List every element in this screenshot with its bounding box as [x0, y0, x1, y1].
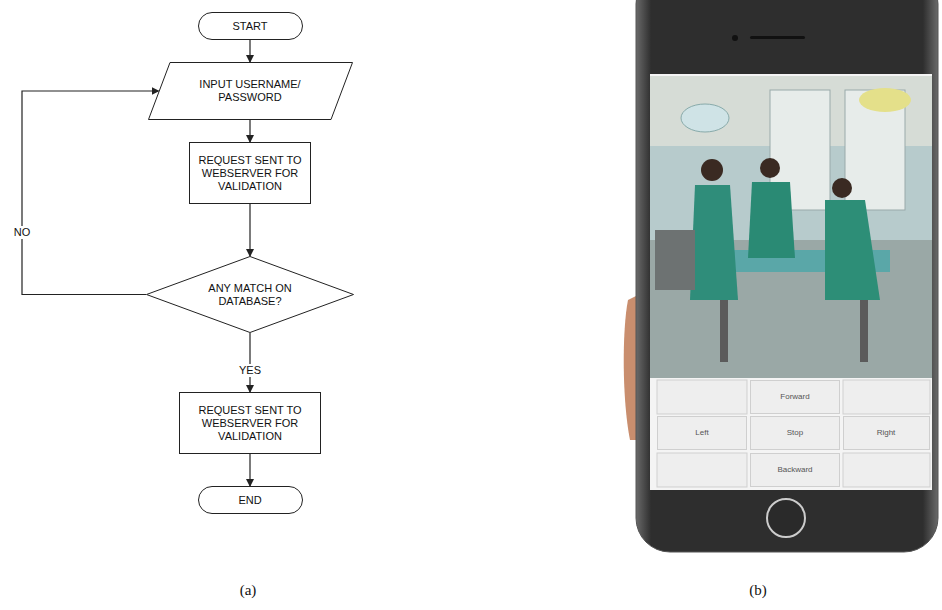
node-text: Right — [877, 428, 896, 438]
panel-label: (b) — [749, 582, 767, 599]
operating-room-photo — [650, 76, 932, 378]
edge-label: NO — [12, 226, 33, 239]
control-button: Forward — [750, 380, 840, 414]
node-text: ANY MATCH ON DATABASE? — [200, 282, 300, 308]
text-holder: Forward — [780, 392, 809, 402]
text-holder: ANY MATCH ON DATABASE? — [200, 282, 300, 308]
edge-label: YES — [237, 364, 263, 377]
text-holder: END — [238, 494, 261, 507]
control-button: Stop — [750, 416, 840, 450]
home-button — [767, 499, 805, 537]
decision-diamond: ANY MATCH ON DATABASE? — [146, 256, 354, 333]
flow-arrow — [249, 333, 250, 392]
process-box: REQUEST SENT TO WEBSERVER FOR VALIDATION — [179, 392, 321, 454]
text-holder: REQUEST SENT TO WEBSERVER FOR VALIDATION — [188, 404, 313, 443]
text-holder: Left — [695, 428, 708, 438]
node-text: Stop — [787, 428, 803, 438]
node-text: END — [238, 494, 261, 507]
node-text: REQUEST SENT TO WEBSERVER FOR VALIDATION — [195, 154, 305, 193]
control-button: Backward — [750, 453, 840, 487]
camera — [732, 35, 738, 41]
flow-arrow — [249, 454, 250, 486]
text-holder: Stop — [787, 428, 803, 438]
text-holder: START — [232, 20, 267, 33]
panel-label: (a) — [240, 582, 257, 599]
node-text: START — [232, 20, 267, 33]
flow-arrow — [249, 204, 250, 256]
process-box: REQUEST SENT TO WEBSERVER FOR VALIDATION — [189, 142, 311, 204]
node-text: Forward — [780, 392, 809, 402]
phone-body — [636, 0, 938, 552]
text-holder: Backward — [777, 465, 812, 475]
speaker — [750, 36, 805, 39]
text-holder: Right — [877, 428, 896, 438]
flow-arrow — [22, 91, 159, 295]
node-text: Backward — [777, 465, 812, 475]
text-holder: INPUT USERNAME/ PASSWORD — [190, 78, 310, 104]
node-text: INPUT USERNAME/ PASSWORD — [190, 78, 310, 104]
input-parallelogram: INPUT USERNAME/ PASSWORD — [148, 62, 353, 120]
flow-arrow — [249, 120, 250, 142]
blank-button — [657, 453, 747, 487]
control-button: Left — [657, 416, 747, 450]
screen — [650, 74, 932, 490]
control-button: Right — [843, 416, 930, 450]
node-text: Left — [695, 428, 708, 438]
flow-arrow — [249, 40, 250, 62]
blank-button — [843, 453, 930, 487]
node-text: REQUEST SENT TO WEBSERVER FOR VALIDATION — [188, 404, 313, 443]
text-holder: REQUEST SENT TO WEBSERVER FOR VALIDATION — [195, 154, 305, 193]
blank-button — [657, 380, 747, 414]
terminal-box: START — [198, 12, 303, 40]
blank-button — [843, 380, 930, 414]
terminal-box: END — [198, 486, 303, 514]
